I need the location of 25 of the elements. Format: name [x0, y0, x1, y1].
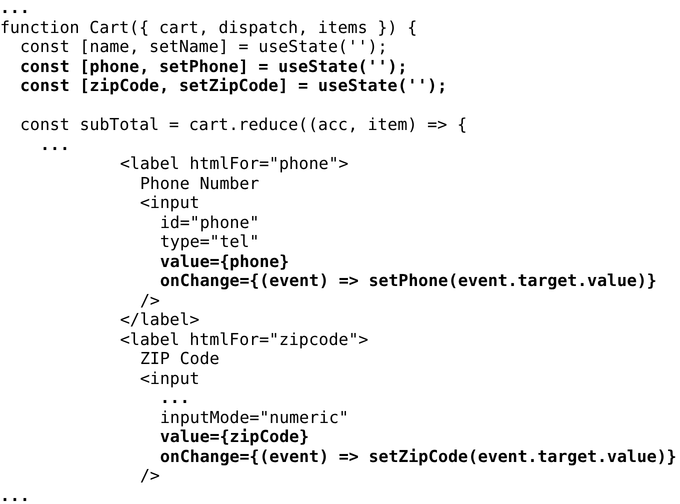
code-line: ...	[0, 486, 30, 504]
code-line: />	[140, 292, 160, 310]
code-line: />	[140, 467, 160, 485]
code-line: value={zipCode}	[160, 428, 310, 446]
code-line: </label>	[120, 311, 200, 329]
code-line: const [phone, setPhone] = useState('');	[20, 58, 408, 76]
code-line: const subTotal = cart.reduce((acc, item) => {	[20, 116, 468, 134]
code-line: const [zipCode, setZipCode] = useState('');	[20, 77, 448, 95]
code-line: ZIP Code	[140, 350, 220, 368]
code-line: onChange={(event) => setZipCode(event.target.value)}	[160, 448, 677, 466]
code-line: ...	[40, 136, 70, 154]
code-line: <input	[140, 370, 200, 388]
code-line: const [name, setName] = useState('');	[20, 38, 388, 56]
code-line: <label htmlFor="phone">	[120, 155, 348, 173]
code-line: <input	[140, 194, 200, 212]
code-line: value={phone}	[160, 252, 290, 270]
code-line: inputMode="numeric"	[160, 408, 349, 426]
code-line: <label htmlFor="zipcode">	[120, 330, 368, 348]
code-line: id="phone"	[160, 214, 260, 232]
code-line: ...	[0, 0, 30, 17]
code-line: type="tel"	[160, 233, 260, 251]
code-line: Phone Number	[140, 174, 260, 192]
code-line: onChange={(event) => setPhone(event.target.value)}	[160, 272, 657, 290]
code-line: function Cart({ cart, dispatch, items }) {	[0, 18, 418, 36]
code-line: ...	[160, 389, 190, 407]
